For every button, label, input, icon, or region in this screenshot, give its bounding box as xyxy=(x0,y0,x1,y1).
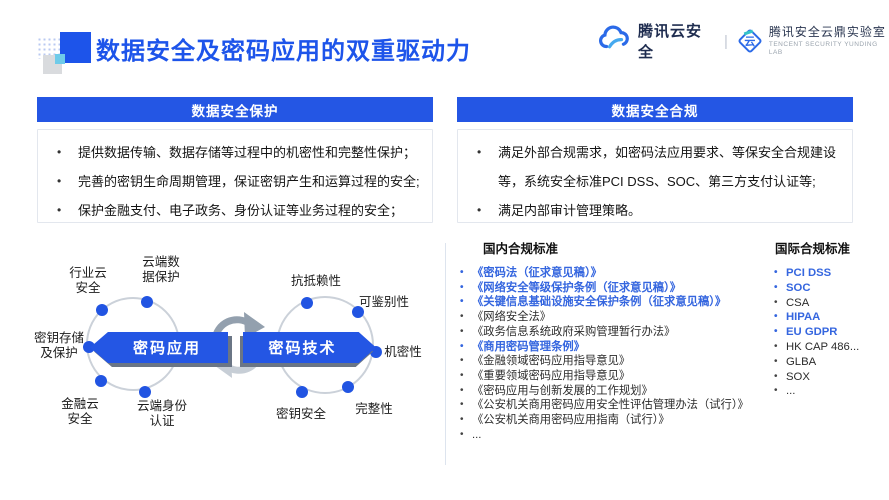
domestic-standards-list: 国内合规标准 《密码法（征求意见稿）》 《网络安全等级保护条例（征求意见稿）》 … xyxy=(458,238,770,442)
international-standards-title: 国际合规标准 xyxy=(775,242,851,256)
standard-item: EU GDPR xyxy=(772,325,884,340)
decor-dot-grid xyxy=(37,37,62,59)
node-label-confidentiality: 机密性 xyxy=(384,345,422,359)
brand-separator: | xyxy=(723,32,728,50)
standard-item: 《网络安全法》 xyxy=(458,310,770,325)
node-dot xyxy=(95,375,107,387)
crypto-technology-label: 密码技术 xyxy=(268,340,337,357)
crypto-application-banner: 密码应用 xyxy=(90,332,232,367)
compliance-section-bar: 数据安全合规 xyxy=(457,97,853,122)
standard-item: 《商用密码管理条例》 xyxy=(458,340,770,355)
compliance-bullet: 满足内部审计管理策略。 xyxy=(477,196,842,225)
standard-item: 《网络安全等级保护条例（征求意见稿）》 xyxy=(458,281,770,296)
node-label-key-security: 密钥安全 xyxy=(275,407,327,421)
standard-item: 《政务信息系统政府采购管理暂行办法》 xyxy=(458,325,770,340)
international-standards-list: 国际合规标准 PCI DSS SOC CSA HIPAA EU GDPR HK … xyxy=(772,238,884,399)
node-label-financial-cloud-security: 金融云 安全 xyxy=(61,397,99,426)
standard-item: ... xyxy=(458,428,770,443)
brand-area: 腾讯云安全 | 云 腾讯安全云鼎实验室 TENCENT SECURITY YUN… xyxy=(597,22,889,61)
vertical-divider xyxy=(445,243,446,465)
node-label-integrity: 完整性 xyxy=(355,402,393,416)
standard-item: CSA xyxy=(772,296,884,311)
node-dot xyxy=(352,306,364,318)
node-label-identifiability: 可鉴别性 xyxy=(358,295,410,309)
compliance-bullet: 满足外部合规需求，如密码法应用要求、等保安全合规建设等，系统安全标准PCI DS… xyxy=(477,138,842,196)
standard-item: 《重要领域密码应用指导意见》 xyxy=(458,369,770,384)
dual-circle-diagram: 行业云 安全 云端数 据保护 密钥存储 及保护 金融云 安全 云端身份 认证 抗… xyxy=(30,238,450,478)
node-label-cloud-data-protection: 云端数 据保护 xyxy=(142,255,180,284)
node-label-key-storage-protection: 密钥存储 及保护 xyxy=(33,331,85,360)
protection-bullet: 提供数据传输、数据存储等过程中的机密性和完整性保护； xyxy=(57,138,422,167)
crypto-technology-banner: 密码技术 xyxy=(240,332,376,367)
standard-item: 《关键信息基础设施安全保护条例（征求意见稿）》 xyxy=(458,295,770,310)
protection-bullet: 完善的密钥生命周期管理，保证密钥产生和运算过程的安全; xyxy=(57,167,422,196)
slide-title: 数据安全及密码应用的双重驱动力 xyxy=(96,38,471,65)
node-dot xyxy=(342,381,354,393)
standard-item: 《密码法（征求意见稿）》 xyxy=(458,266,770,281)
standard-item: 《金融领域密码应用指导意见》 xyxy=(458,354,770,369)
standard-item: SOX xyxy=(772,370,884,385)
node-label-industry-cloud-security: 行业云 安全 xyxy=(69,266,107,295)
node-dot xyxy=(141,296,153,308)
decor-teal-square xyxy=(55,54,65,64)
domestic-standards-title: 国内合规标准 xyxy=(483,242,559,256)
standard-item: 《公安机关商用密码应用安全性评估管理办法（试行）》 xyxy=(458,398,770,413)
node-label-cloud-identity-auth: 云端身份 认证 xyxy=(136,399,188,428)
node-dot xyxy=(83,341,95,353)
protection-bullet: 保护金融支付、电子政务、身份认证等业务过程的安全； xyxy=(57,196,422,225)
standard-item: 《公安机关商用密码应用指南（试行）》 xyxy=(458,413,770,428)
standard-item: GLBA xyxy=(772,355,884,370)
standard-item: ... xyxy=(772,384,884,399)
yunding-lab-label: 腾讯安全云鼎实验室 xyxy=(768,24,886,39)
compliance-panel: 满足外部合规需求，如密码法应用要求、等保安全合规建设等，系统安全标准PCI DS… xyxy=(457,129,853,225)
yunding-lab-icon: 云 xyxy=(737,28,763,54)
node-label-non-repudiation: 抗抵赖性 xyxy=(290,274,342,288)
decor-blue-square xyxy=(60,32,91,63)
protection-section-bar: 数据安全保护 xyxy=(37,97,433,122)
standard-item: HK CAP 486... xyxy=(772,340,884,355)
standard-item: PCI DSS xyxy=(772,266,884,281)
standard-item: HIPAA xyxy=(772,310,884,325)
standard-item: SOC xyxy=(772,281,884,296)
standard-item: 《密码应用与创新发展的工作规划》 xyxy=(458,384,770,399)
node-dot xyxy=(301,297,313,309)
node-dot xyxy=(296,386,308,398)
tencent-cloud-icon xyxy=(597,25,632,57)
crypto-application-label: 密码应用 xyxy=(132,340,201,357)
yunding-lab-sublabel: TENCENT SECURITY YUNDING LAB xyxy=(768,41,878,56)
node-dot xyxy=(96,304,108,316)
protection-panel: 提供数据传输、数据存储等过程中的机密性和完整性保护； 完善的密钥生命周期管理，保… xyxy=(37,129,433,225)
node-dot xyxy=(139,386,151,398)
brand-cloud-label: 腾讯云安全 xyxy=(638,23,703,61)
